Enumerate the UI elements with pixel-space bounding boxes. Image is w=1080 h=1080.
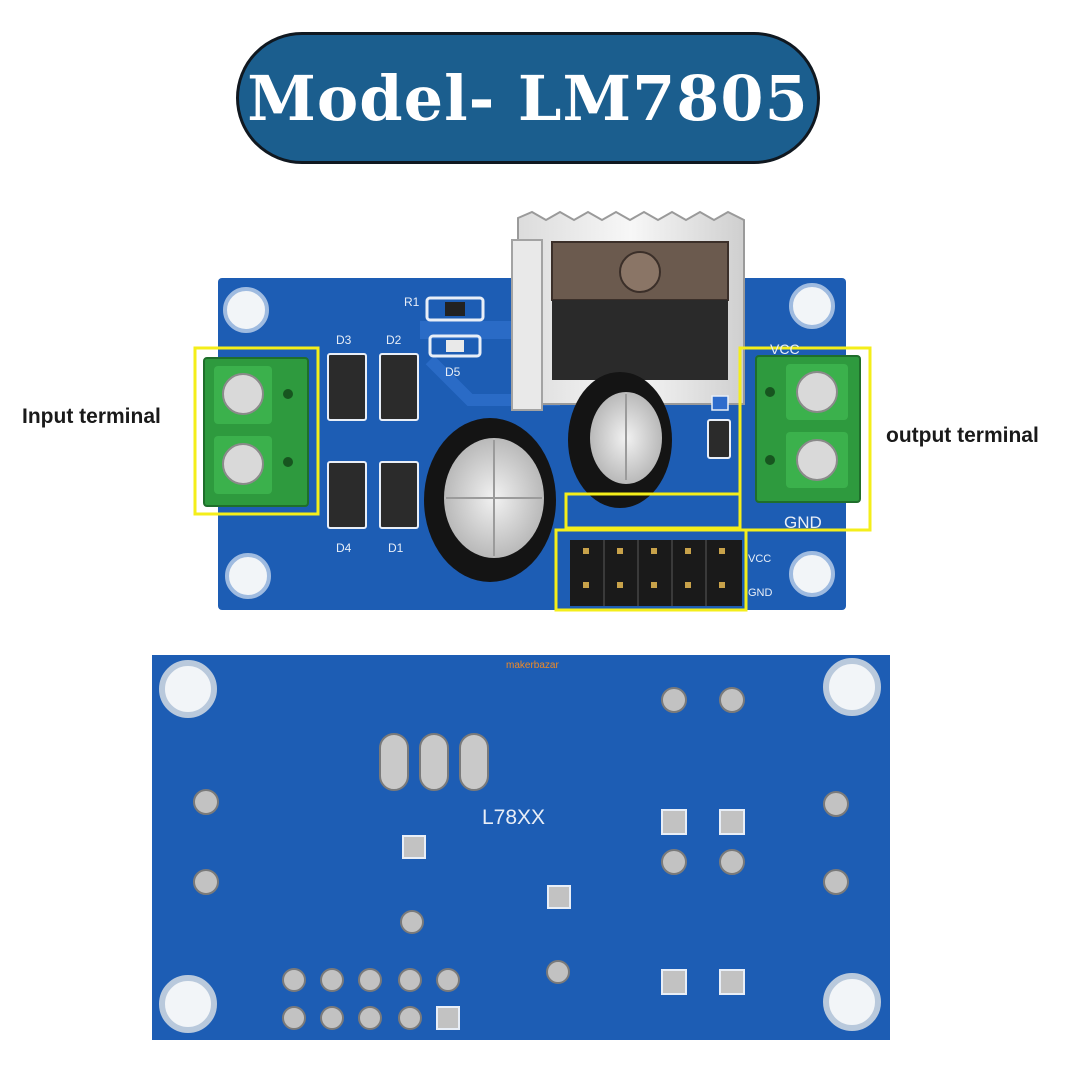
model-title: Model- LM7805 xyxy=(247,61,809,135)
ref-d3: D3 xyxy=(336,333,352,347)
header-highlight-upper xyxy=(564,492,742,530)
smd-pad xyxy=(711,395,729,411)
mounting-hole xyxy=(823,658,881,716)
solder-joints xyxy=(193,687,849,1030)
ref-d1: D1 xyxy=(388,541,404,555)
smd-capacitor xyxy=(707,419,731,459)
ref-d2: D2 xyxy=(386,333,402,347)
mounting-hole xyxy=(789,283,835,329)
input-terminal-block xyxy=(203,357,309,507)
resistor-body xyxy=(445,302,465,316)
silk-gnd: GND xyxy=(784,513,822,532)
diode-d2 xyxy=(379,353,419,421)
chip-marking: L78XX xyxy=(482,806,545,829)
regulator-ic xyxy=(551,241,729,380)
resistor-r1 xyxy=(425,296,485,322)
model-title-pill: Model- LM7805 xyxy=(236,32,820,164)
diode-d1 xyxy=(379,461,419,529)
regulator-legs xyxy=(379,733,489,791)
header-vcc-label: VCC xyxy=(748,553,771,565)
output-terminal-label: output terminal xyxy=(886,424,1039,447)
input-terminal-label: Input terminal xyxy=(22,405,161,428)
header-gnd-label: GND xyxy=(748,587,773,599)
mounting-hole xyxy=(159,975,217,1033)
mounting-hole xyxy=(823,973,881,1031)
ref-r1: R1 xyxy=(404,295,420,309)
output-terminal-block xyxy=(755,355,861,503)
board-top: R1 D5 D3 D2 D4 D1 xyxy=(193,210,872,612)
mounting-hole xyxy=(225,553,271,599)
led-d5 xyxy=(428,334,482,358)
silk-vcc: VCC xyxy=(770,341,800,357)
header-highlight-lower xyxy=(554,528,748,612)
ref-d5: D5 xyxy=(445,365,461,379)
pin-header xyxy=(570,540,742,606)
brand-logo: makerbazar xyxy=(506,660,559,671)
capacitor-small xyxy=(568,372,672,508)
led-body xyxy=(446,340,464,352)
square-pads xyxy=(402,809,745,1030)
diode-d3 xyxy=(327,353,367,421)
diode-d4 xyxy=(327,461,367,529)
board-bottom: makerbazar L78XX xyxy=(152,655,890,1040)
mounting-hole xyxy=(789,551,835,597)
ref-d4: D4 xyxy=(336,541,352,555)
pcb-bottom xyxy=(152,655,890,1040)
input-terminal-highlight xyxy=(193,346,320,516)
output-terminal-highlight xyxy=(738,346,872,532)
capacitor-large xyxy=(424,418,556,582)
mounting-hole xyxy=(223,287,269,333)
mounting-hole xyxy=(159,660,217,718)
